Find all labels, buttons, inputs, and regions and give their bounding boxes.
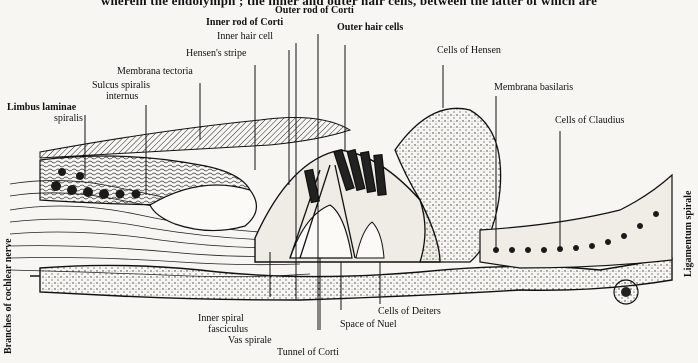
cells-of-claudius <box>480 175 672 268</box>
label-tunnel-of-corti: Tunnel of Corti <box>277 348 339 358</box>
label-cells-of-deiters: Cells of Deiters <box>378 307 441 317</box>
label-outer-rod-of-corti: Outer rod of Corti <box>275 6 354 16</box>
ligamentum-spirale-structure <box>614 280 638 304</box>
membrana-tectoria <box>40 118 350 158</box>
label-ligamentum-spirale: Ligamentum spirale <box>683 191 694 277</box>
label-membrana-tectoria: Membrana tectoria <box>117 67 193 77</box>
label-outer-hair-cells: Outer hair cells <box>337 23 403 33</box>
label-inner-hair-cell: Inner hair cell <box>217 32 273 42</box>
label-cells-of-claudius: Cells of Claudius <box>555 116 624 126</box>
label-space-of-nuel: Space of Nuel <box>340 320 397 330</box>
label-vas-spirale: Vas spirale <box>228 336 272 346</box>
label-limbus-1: Limbus laminae <box>7 103 76 113</box>
label-sulcus-spiralis-2: internus <box>106 92 138 102</box>
label-hensens-stripe: Hensen's stripe <box>186 49 246 59</box>
label-sulcus-spiralis-1: Sulcus spiralis <box>92 81 150 91</box>
label-branches-of-cochlear-nerve: Branches of cochlear nerve <box>3 238 14 354</box>
label-inner-spiral-1: Inner spiral <box>198 314 244 324</box>
label-inner-rod-of-corti: Inner rod of Corti <box>206 18 283 28</box>
label-cells-of-hensen: Cells of Hensen <box>437 46 501 56</box>
label-inner-spiral-2: fasciculus <box>208 325 248 335</box>
label-membrana-basilaris: Membrana basilaris <box>494 83 573 93</box>
label-limbus-2: spiralis <box>54 114 83 124</box>
